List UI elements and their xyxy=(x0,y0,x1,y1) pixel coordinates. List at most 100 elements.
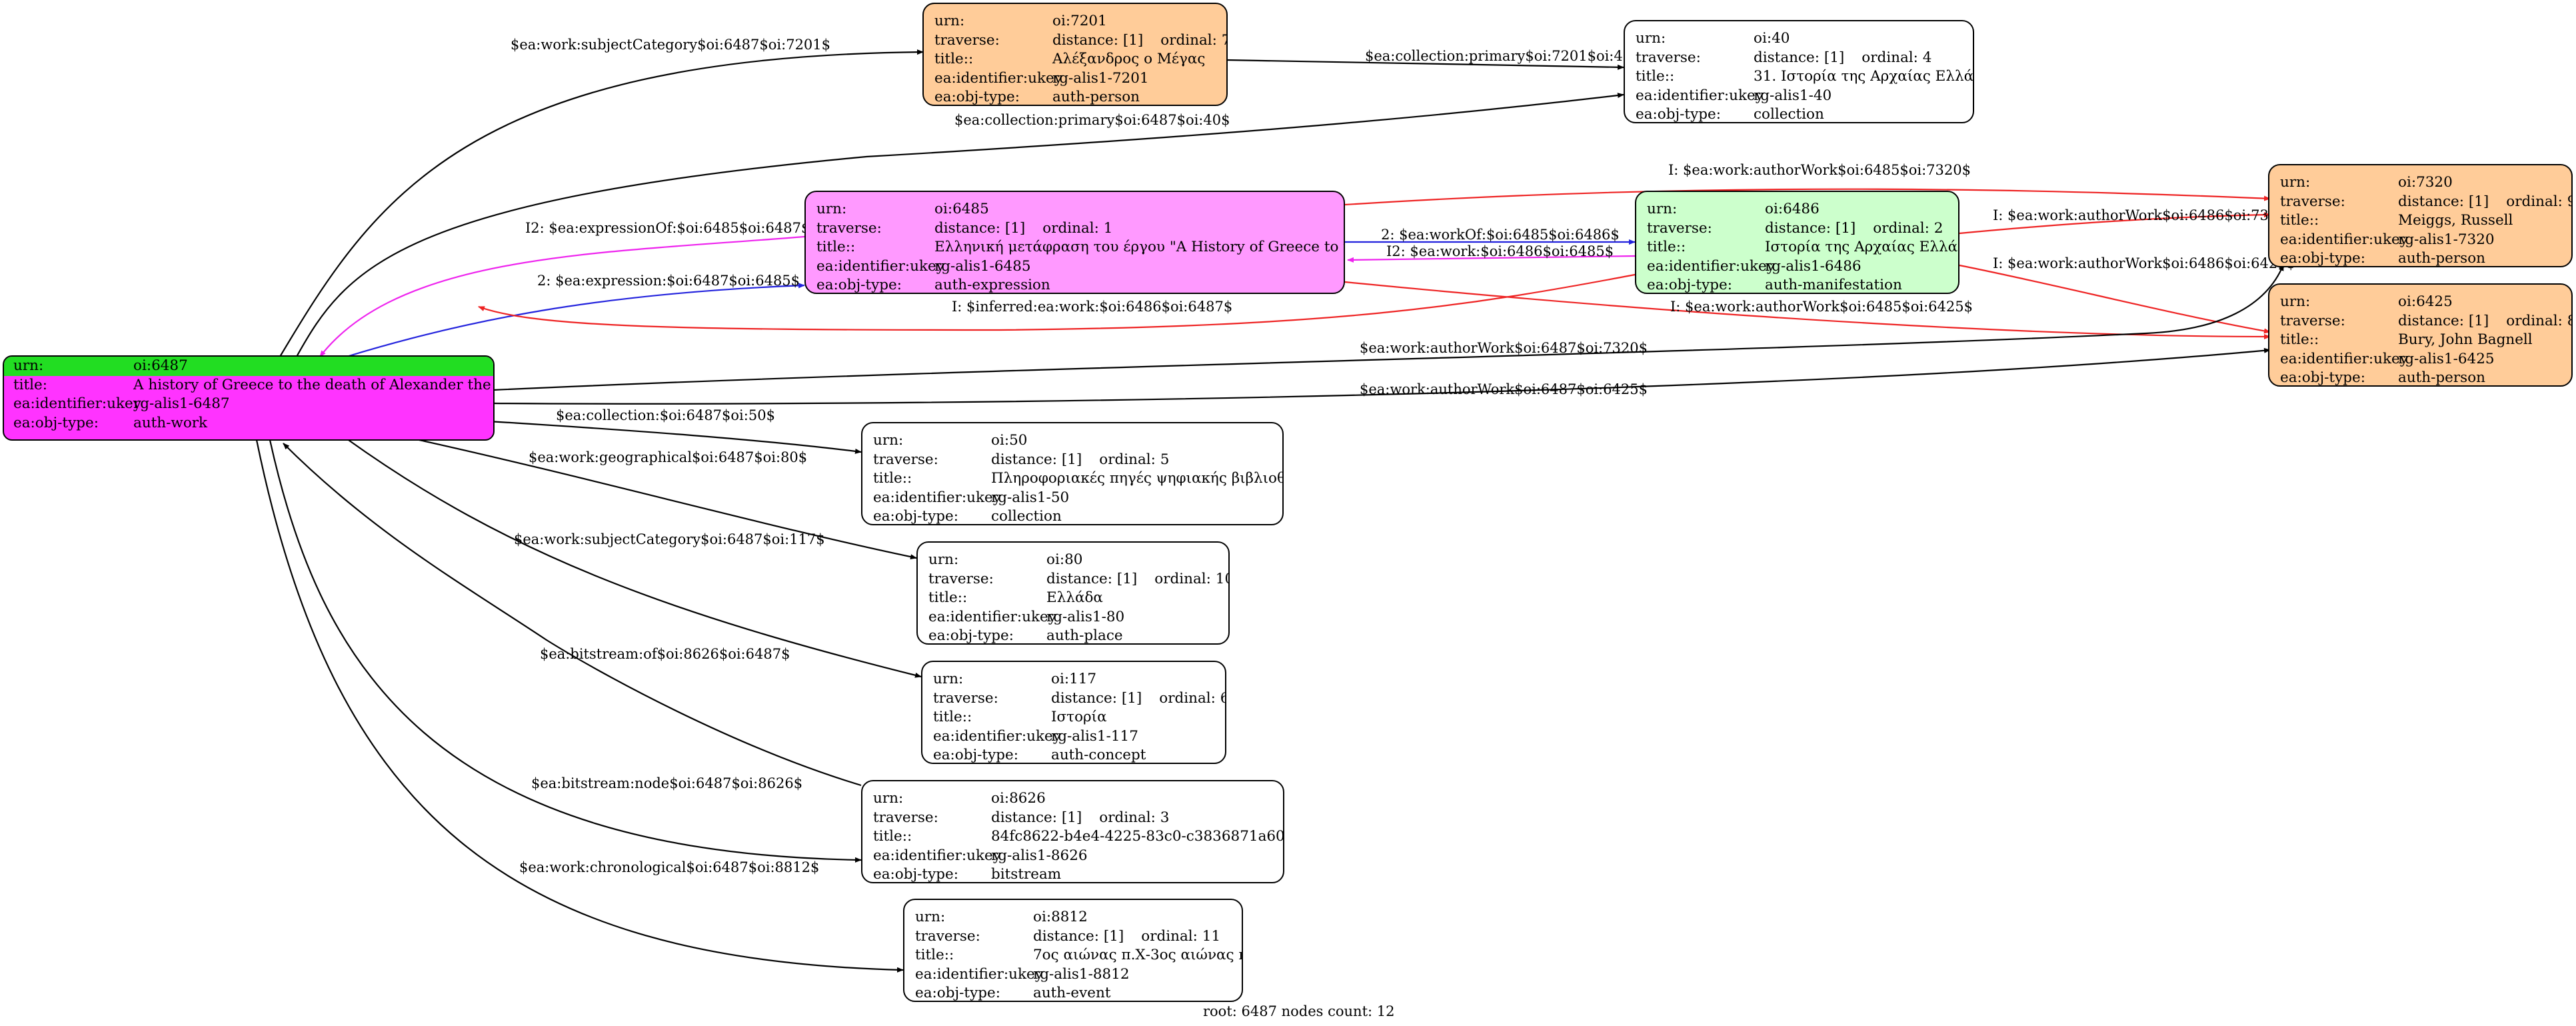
node-40[interactable]: urn:oi:40 traverse:distance: [1]ordinal:… xyxy=(1624,20,1974,123)
field-key: traverse: xyxy=(873,809,938,826)
field-value: distance: [1] xyxy=(2398,312,2489,329)
edge-label: I: $inferred:ea:work:$oi:6486$oi:6487$ xyxy=(952,299,1233,315)
edge-6487-8626 xyxy=(269,439,862,863)
edge-6487-6425 xyxy=(493,347,2271,405)
edge-label: I2: $ea:work:$oi:6486$oi:6485$ xyxy=(1386,243,1614,259)
field-key: ea:obj-type: xyxy=(928,627,1014,644)
node-field-row: urn:oi:6486 xyxy=(1647,200,1947,219)
field-value: auth-work xyxy=(133,414,208,431)
field-value: rg-alis1-7320 xyxy=(2398,231,2495,248)
node-field-row: traverse:distance: [1]ordinal: 11 xyxy=(915,927,1231,947)
node-6485[interactable]: urn:oi:6485 traverse:distance: [1]ordina… xyxy=(804,191,1345,294)
node-objtype-row: ea:obj-type:auth-work xyxy=(13,414,481,433)
field-value: ordinal: 10 xyxy=(1154,570,1230,587)
field-value: Ιστορία της Αρχαίας Ελλάδας xyxy=(1765,239,1958,255)
field-key: traverse: xyxy=(816,219,882,237)
node-8626[interactable]: urn:oi:8626 traverse:distance: [1]ordina… xyxy=(861,780,1284,883)
field-key: ea:obj-type: xyxy=(1636,106,1721,123)
field-value: collection xyxy=(991,508,1062,525)
field-key: ea:obj-type: xyxy=(933,747,1018,763)
edge-label: $ea:work:subjectCategory$oi:6487$oi:117$ xyxy=(514,531,825,547)
node-field-row: ea:obj-type:auth-person xyxy=(2280,249,2561,266)
edge-6486-6425 xyxy=(1959,264,2271,334)
field-value: ordinal: 3 xyxy=(1099,809,1170,826)
field-key: urn: xyxy=(873,790,904,807)
field-key: traverse: xyxy=(2280,193,2345,210)
node-field-row: urn:oi:40 xyxy=(1636,29,1962,49)
field-value: distance: [1] xyxy=(1046,570,1138,587)
field-key: title:: xyxy=(2280,212,2319,229)
field-value: rg-alis1-8626 xyxy=(991,847,1088,864)
node-field-row: title::Ελλάδα xyxy=(928,589,1218,608)
field-value: distance: [1] xyxy=(934,219,1026,237)
field-value: ordinal: 8 xyxy=(2506,312,2573,329)
root-node-6487[interactable]: urn:oi:6487 title:A history of Greece to… xyxy=(3,355,495,441)
field-value: oi:6486 xyxy=(1765,201,1820,217)
field-key: traverse: xyxy=(873,451,938,468)
node-field-row: urn:oi:6485 xyxy=(816,200,1333,219)
field-key: ea:identifier:ukey xyxy=(13,395,141,412)
node-117[interactable]: urn:oi:117 traverse:distance: [1]ordinal… xyxy=(921,661,1226,764)
field-key: urn: xyxy=(934,13,965,29)
field-key: ea:obj-type: xyxy=(934,89,1020,105)
node-6425[interactable]: urn:oi:6425 traverse:distance: [1]ordina… xyxy=(2268,283,2573,387)
field-value: rg-alis1-6487 xyxy=(133,395,230,412)
edge-label: $ea:work:authorWork$oi:6487$oi:6425$ xyxy=(1360,381,1648,397)
node-6486[interactable]: urn:oi:6486 traverse:distance: [1]ordina… xyxy=(1635,191,1959,294)
edge-7201-40 xyxy=(1226,59,1624,70)
field-value: oi:117 xyxy=(1051,671,1097,687)
field-value: auth-event xyxy=(1033,985,1111,1001)
node-field-row: ea:obj-type:bitstream xyxy=(873,865,1272,882)
field-value: auth-place xyxy=(1046,627,1123,644)
field-value: oi:7320 xyxy=(2398,174,2453,191)
field-key: title:: xyxy=(928,589,968,606)
edge-label: 2: $ea:expression:$oi:6487$oi:6485$ xyxy=(537,273,800,289)
edge-label: $ea:work:subjectCategory$oi:6487$oi:7201… xyxy=(511,37,831,53)
field-key: urn: xyxy=(873,432,904,449)
field-value: ordinal: 2 xyxy=(1873,219,1943,237)
field-value: auth-manifestation xyxy=(1765,277,1902,293)
node-field-row: ea:obj-type:auth-expression xyxy=(816,276,1333,293)
node-field-row: traverse:distance: [1]ordinal: 2 xyxy=(1647,219,1947,239)
field-value: Ιστορία xyxy=(1051,709,1107,725)
field-key: title:: xyxy=(915,947,954,963)
node-field-row: ea:obj-type:auth-person xyxy=(2280,369,2561,385)
field-key: title:: xyxy=(934,51,974,67)
node-field-row: ea:obj-type:auth-event xyxy=(915,984,1231,1001)
field-value: auth-concept xyxy=(1051,747,1146,763)
node-8812[interactable]: urn:oi:8812 traverse:distance: [1]ordina… xyxy=(903,899,1243,1002)
edge-6486-7320 xyxy=(1959,212,2271,235)
node-field-row: urn:oi:8626 xyxy=(873,789,1272,809)
field-value: auth-expression xyxy=(934,277,1050,293)
node-field-row: ea:obj-type: auth-concept xyxy=(933,746,1214,763)
field-value: 7ος αιώνας π.Χ-3ος αιώνας π.Χ. xyxy=(1033,947,1242,963)
edge-6485-6425 xyxy=(1344,281,2271,339)
field-value: oi:80 xyxy=(1046,551,1083,568)
node-7320[interactable]: urn:oi:7320 traverse:distance: [1]ordina… xyxy=(2268,164,2573,267)
field-value: Bury, John Bagnell xyxy=(2398,331,2533,348)
node-field-row: ea:obj-type:collection xyxy=(1636,105,1962,123)
field-key: urn: xyxy=(13,357,44,374)
node-field-row: urn:oi:8812 xyxy=(915,908,1231,927)
edge-label: $ea:collection:primary$oi:7201$oi:40$ xyxy=(1365,48,1641,64)
node-80[interactable]: urn:oi:80 traverse:distance: [1]ordinal:… xyxy=(916,541,1230,645)
field-key: ea:identifier:ukey xyxy=(928,608,1056,625)
edge-8626-6487 xyxy=(283,443,862,787)
field-key: ea:identifier:ukey xyxy=(1636,87,1764,104)
node-field-row: urn:oi:117 xyxy=(933,670,1214,689)
node-7201[interactable]: urn:oi:7201 traverse:distance: [1]ordina… xyxy=(922,3,1228,106)
field-key: ea:obj-type: xyxy=(873,508,958,525)
node-50[interactable]: urn:oi:50 traverse:distance: [1]ordinal:… xyxy=(861,422,1284,525)
node-field-row: traverse:distance: [1]ordinal: 5 xyxy=(873,451,1272,470)
field-key: title:: xyxy=(2280,331,2319,348)
field-value: distance: [1] xyxy=(1754,49,1845,66)
field-key: traverse: xyxy=(1647,219,1712,237)
node-field-row: title::Bury, John Bagnell xyxy=(2280,331,2561,350)
field-key: title:: xyxy=(1647,239,1686,255)
